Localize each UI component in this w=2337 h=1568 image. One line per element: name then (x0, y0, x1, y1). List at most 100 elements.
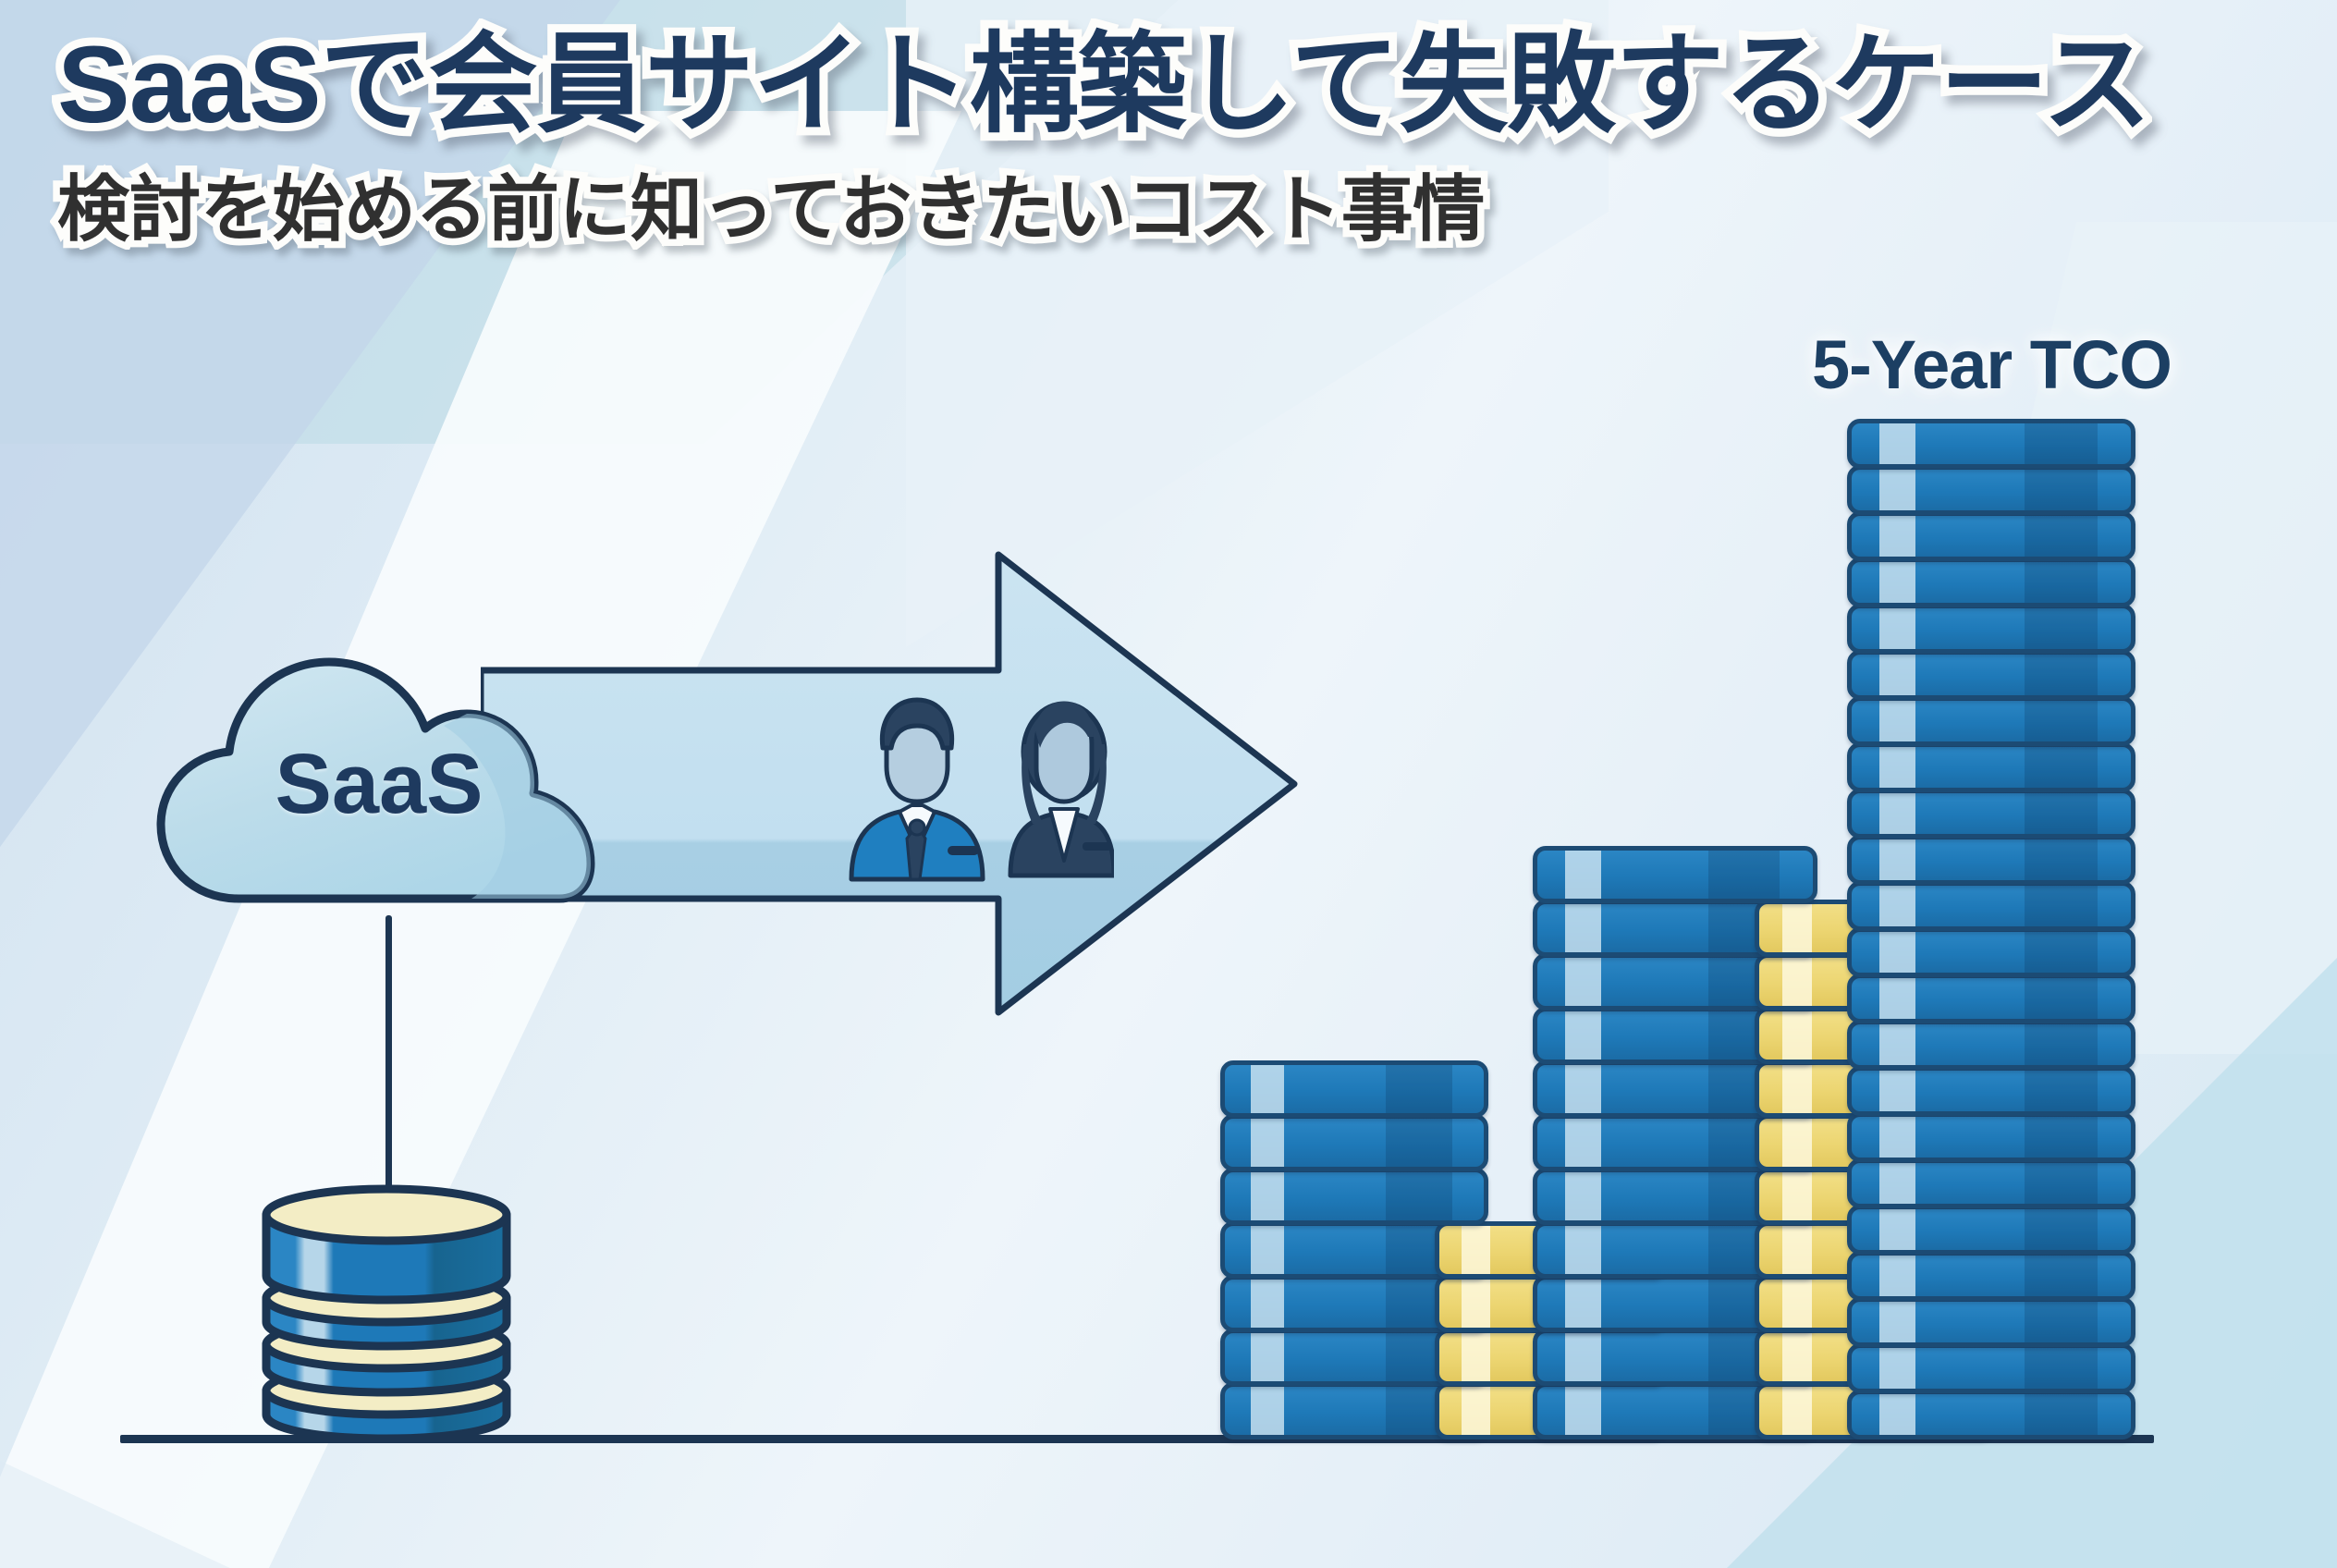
coin (1847, 835, 2135, 885)
coin-shadow-band (2025, 655, 2098, 695)
coin-shadow-band (2025, 1209, 2098, 1250)
coin (1847, 650, 2135, 700)
coin (1220, 1060, 1488, 1118)
coin-highlight-band (1781, 1333, 1813, 1381)
coin-highlight-band (1564, 1065, 1601, 1113)
coin-highlight-band (1251, 1226, 1285, 1274)
coin-shadow-band (2025, 793, 2098, 834)
coin-highlight-band (1564, 1387, 1601, 1435)
coin-highlight-band (1879, 470, 1916, 510)
coin (1220, 1168, 1488, 1225)
cloud-label: SaaS (275, 736, 483, 831)
page-title: SaaSで会員サイト構築して失敗するケース (49, 16, 2160, 154)
coin-shadow-band (1385, 1172, 1453, 1220)
coin-stack-1-blue (1220, 1060, 1488, 1439)
cloud-to-database-connector (385, 915, 392, 1193)
coin-highlight-band (1564, 904, 1601, 952)
coin-highlight-band (1781, 1280, 1813, 1328)
coin-shadow-band (2025, 932, 2098, 973)
coin-highlight-band (1251, 1172, 1285, 1220)
coin (1847, 1112, 2135, 1162)
coin-highlight-band (1251, 1065, 1285, 1113)
coin-highlight-band (1781, 1119, 1813, 1167)
coin (1847, 742, 2135, 792)
coin (1847, 557, 2135, 607)
coin-highlight-band (1251, 1119, 1285, 1167)
page-subtitle: 検討を始める前に知っておきたいコスト事情 (51, 163, 1492, 256)
coin-highlight-band (1879, 793, 1916, 834)
coin-highlight-band (1879, 562, 1916, 603)
coin-highlight-band (1564, 1333, 1601, 1381)
coin-highlight-band (1564, 958, 1601, 1006)
coin-highlight-band (1564, 851, 1601, 899)
saas-cloud-icon: SaaS (139, 610, 619, 915)
coin-stack-5-blue (1847, 419, 2135, 1439)
coin-highlight-band (1781, 1387, 1813, 1435)
coin-shadow-band (2025, 1394, 2098, 1435)
coin (1847, 1020, 2135, 1070)
coin-highlight-band (1879, 655, 1916, 695)
coin (1847, 1390, 2135, 1439)
coin-highlight-band (1879, 701, 1916, 741)
coin (1533, 846, 1817, 903)
coin-shadow-band (2025, 516, 2098, 557)
coin-highlight-band (1879, 1209, 1916, 1250)
coin-highlight-band (1564, 1172, 1601, 1220)
coin (1847, 604, 2135, 654)
coin-shadow-band (1385, 1065, 1453, 1113)
coin-highlight-band (1879, 1117, 1916, 1158)
coin (1847, 789, 2135, 839)
coin-highlight-band (1781, 1226, 1813, 1274)
coin (1847, 974, 2135, 1023)
coin (1847, 465, 2135, 515)
coin (1847, 511, 2135, 561)
coin-highlight-band (1879, 1394, 1916, 1435)
coin-shadow-band (2025, 747, 2098, 788)
coin-highlight-band (1879, 886, 1916, 926)
coin-highlight-band (1879, 423, 1916, 464)
coin (1847, 1205, 2135, 1255)
coin-shadow-band (2025, 1256, 2098, 1296)
coin-highlight-band (1879, 1348, 1916, 1389)
coin-highlight-band (1879, 747, 1916, 788)
coin-shadow-band (2025, 886, 2098, 926)
coin-highlight-band (1251, 1333, 1285, 1381)
coin-highlight-band (1781, 1011, 1813, 1060)
coin-shadow-band (2025, 978, 2098, 1019)
coin-highlight-band (1879, 1302, 1916, 1342)
coin-highlight-band (1462, 1333, 1491, 1381)
coin-highlight-band (1879, 608, 1916, 649)
coin-highlight-band (1251, 1280, 1285, 1328)
coin-shadow-band (2025, 1348, 2098, 1389)
chart-baseline (120, 1435, 2154, 1443)
coin (1847, 1251, 2135, 1301)
coin-shadow-band (2025, 608, 2098, 649)
coin-highlight-band (1462, 1387, 1491, 1435)
coin-highlight-band (1462, 1280, 1491, 1328)
coin-highlight-band (1564, 1226, 1601, 1274)
coin-highlight-band (1564, 1119, 1601, 1167)
coin-highlight-band (1564, 1011, 1601, 1060)
coin-shadow-band (2025, 1117, 2098, 1158)
coin-highlight-band (1879, 932, 1916, 973)
coin-shadow-band (2025, 423, 2098, 464)
tco-annotation-label: 5-Year TCO (1812, 326, 2172, 403)
coin (1847, 419, 2135, 469)
coin-shadow-band (2025, 562, 2098, 603)
coin-highlight-band (1879, 1071, 1916, 1111)
coin-highlight-band (1879, 1024, 1916, 1065)
two-business-users (846, 680, 1117, 888)
coin-shadow-band (2025, 839, 2098, 880)
coin-highlight-band (1879, 516, 1916, 557)
coin-highlight-band (1251, 1387, 1285, 1435)
coin (1847, 696, 2135, 746)
coin-highlight-band (1781, 1065, 1813, 1113)
coin-highlight-band (1879, 839, 1916, 880)
coin-highlight-band (1879, 1256, 1916, 1296)
coin-shadow-band (1707, 851, 1780, 899)
coin-shadow-band (2025, 1071, 2098, 1111)
coin (1847, 1297, 2135, 1347)
coin-highlight-band (1781, 958, 1813, 1006)
coin-highlight-band (1781, 904, 1813, 952)
